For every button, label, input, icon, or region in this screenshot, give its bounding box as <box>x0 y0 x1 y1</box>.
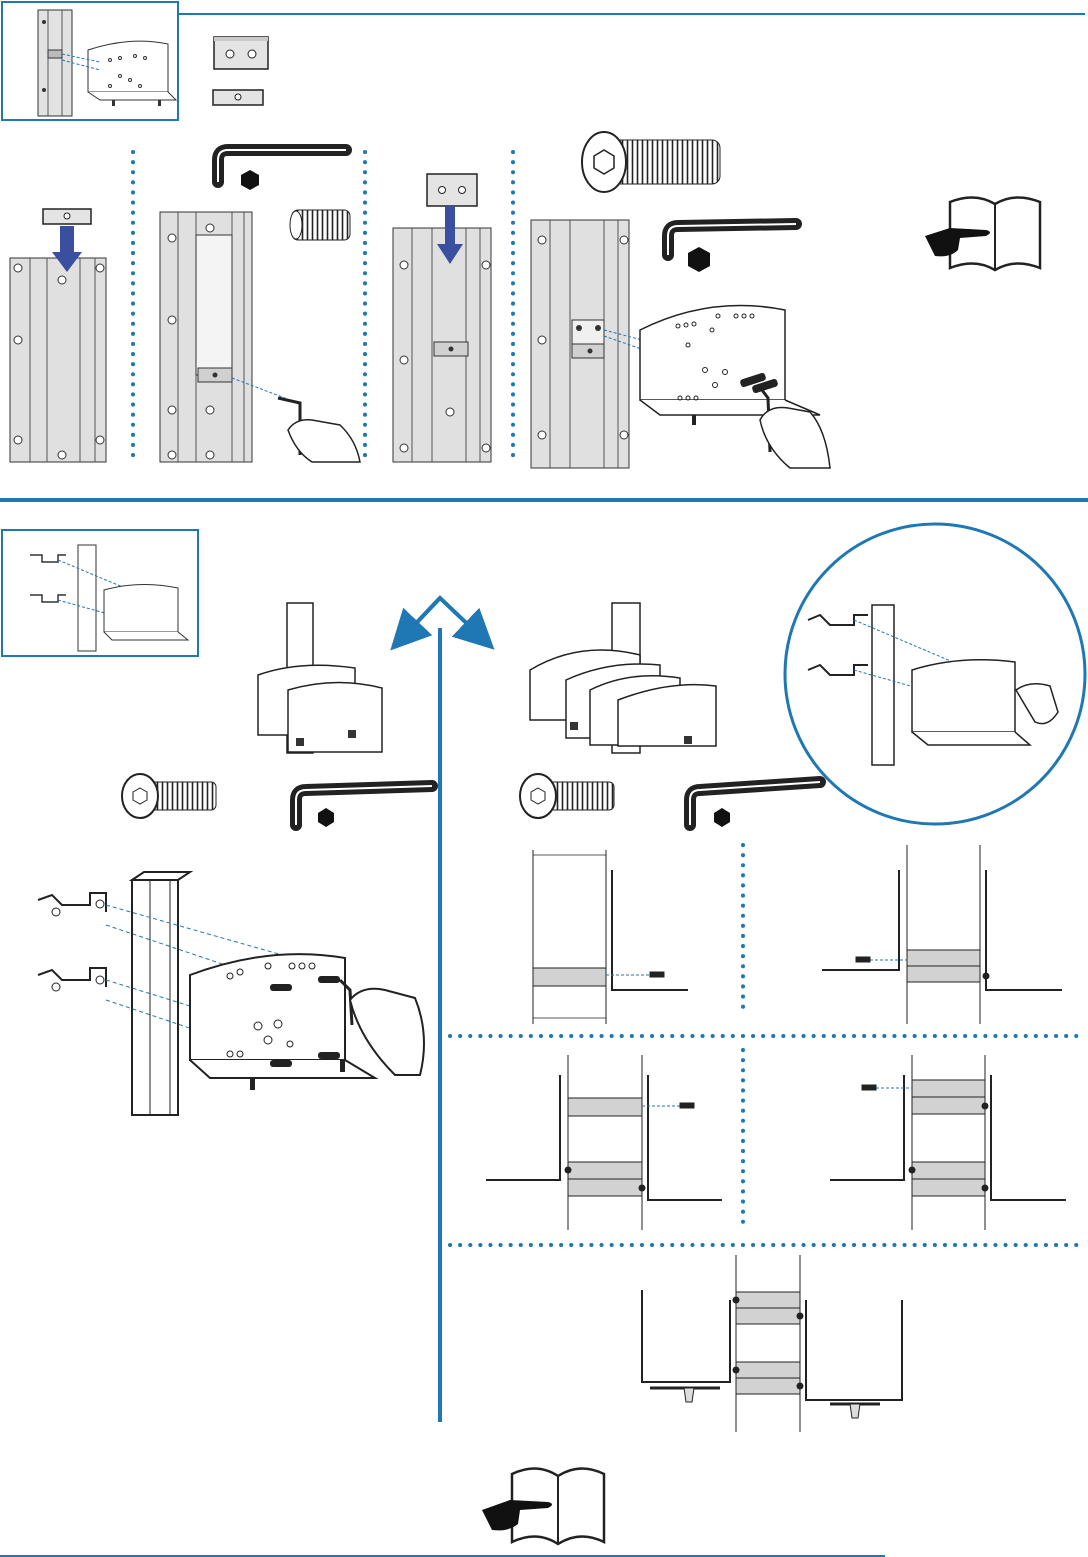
bracket-on-post-inset <box>2 530 198 656</box>
bolt-icon <box>520 774 614 818</box>
bolt-icon <box>122 774 216 818</box>
hand-icon <box>350 989 424 1075</box>
plate-two-hole <box>214 37 268 69</box>
bracket-on-rail-inset <box>2 2 1085 120</box>
manual-pointing-hand-icon <box>482 1468 604 1544</box>
step-4-attach-shelf <box>531 132 830 468</box>
allen-key-icon <box>218 150 346 182</box>
hex-size-icon <box>714 808 730 827</box>
allen-key-icon <box>296 786 432 825</box>
set-screw-icon <box>290 210 350 240</box>
cross-section-5 <box>642 1255 902 1432</box>
bolt-icon <box>582 132 720 192</box>
option-double-shelf <box>520 603 820 827</box>
cross-section-4 <box>830 1055 1066 1230</box>
manual-pointing-hand-icon <box>925 197 1040 270</box>
large-exploded-view <box>38 872 424 1115</box>
hex-size-icon <box>318 808 334 827</box>
hex-size-icon <box>688 247 710 272</box>
bottom-section <box>0 524 1085 1556</box>
step-3-insert-plate <box>393 174 491 462</box>
hand-icon <box>288 420 360 462</box>
cross-section-1 <box>533 850 688 1024</box>
plate-one-hole <box>213 90 263 105</box>
cross-section-3 <box>486 1055 722 1230</box>
clamp-detail-circle <box>785 524 1085 824</box>
cross-section-separators <box>450 845 1085 1245</box>
top-section <box>2 2 1085 468</box>
step-1-insert-plate <box>10 209 106 462</box>
step-2-tighten-set-screw <box>160 150 360 462</box>
allen-key-icon <box>668 224 796 255</box>
hand-icon <box>760 408 830 469</box>
hex-size-icon <box>241 170 259 190</box>
cross-section-2 <box>822 845 1062 1024</box>
